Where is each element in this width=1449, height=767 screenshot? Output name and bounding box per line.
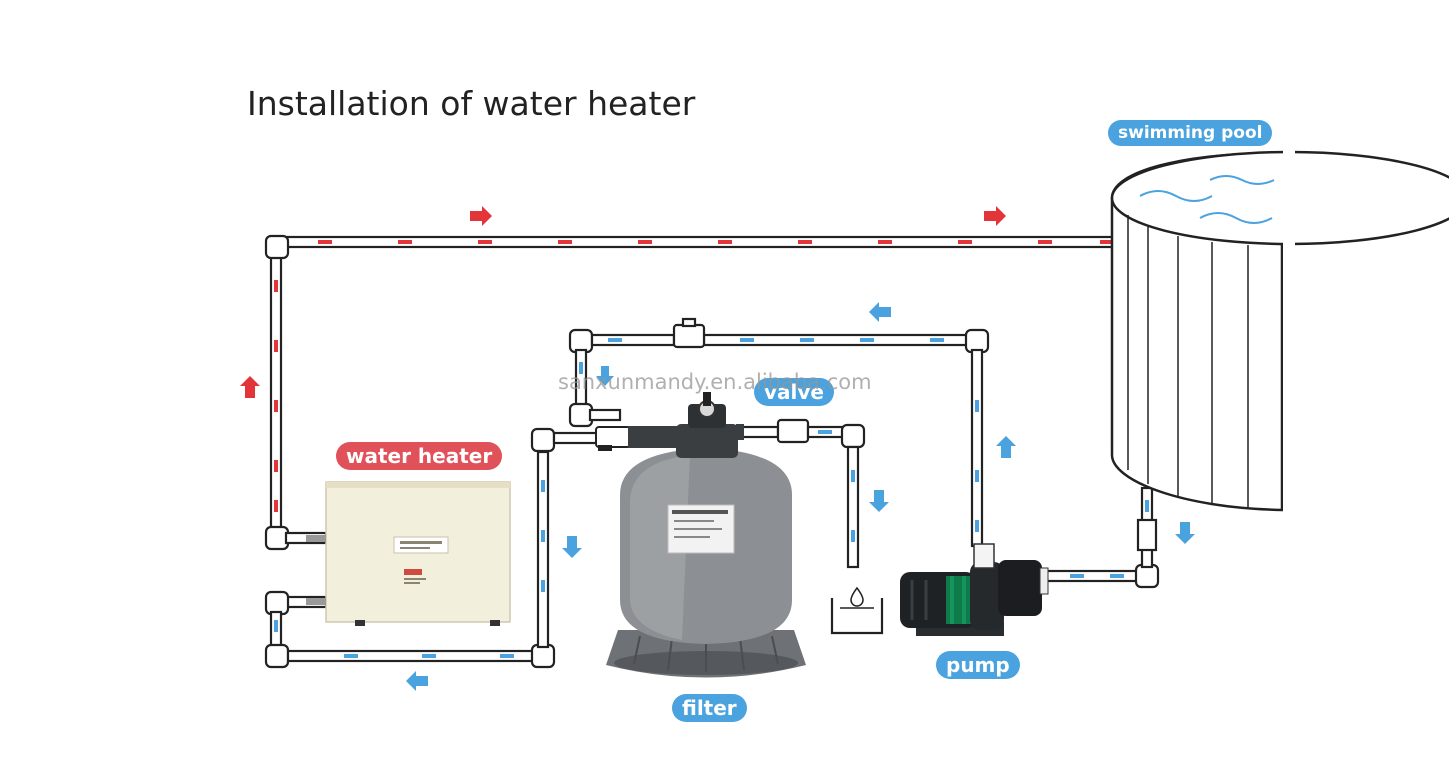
- arrow-up-icon: [996, 436, 1016, 458]
- water-drop-icon: [850, 586, 864, 607]
- pool-pump: [900, 543, 1049, 636]
- hot-flow-arrows: [240, 206, 1006, 398]
- diagram-title: Installation of water heater: [247, 84, 696, 123]
- drain-pipe: [846, 445, 860, 569]
- cold-flow-dashes: [274, 338, 1149, 658]
- arrow-down-icon: [596, 366, 614, 386]
- arrow-up-icon: [240, 376, 260, 398]
- water-heater-unit: [306, 481, 511, 626]
- drain-container: [830, 586, 884, 635]
- arrow-down-icon: [1175, 522, 1195, 544]
- check-valve: [672, 323, 706, 349]
- elbow-heater-out: [264, 525, 290, 551]
- arrow-left-icon: [406, 671, 428, 691]
- swimming-pool: [1110, 140, 1449, 520]
- elbow-top-left: [264, 234, 290, 260]
- label-valve: valve: [754, 378, 834, 406]
- bypass-valve-handle: [598, 445, 612, 451]
- arrow-down-icon: [562, 536, 582, 558]
- water-waves: [1139, 175, 1275, 224]
- label-swimming-pool: swimming pool: [1108, 120, 1273, 146]
- arrow-right-icon: [984, 206, 1006, 226]
- arrow-down-icon: [869, 490, 889, 512]
- arrow-right-icon: [470, 206, 492, 226]
- hot-flow-dashes: [274, 240, 1114, 512]
- watermark: sanxunmandy.en.alibaba.com: [558, 370, 872, 394]
- drain-valve: [776, 418, 810, 444]
- sand-filter: [595, 392, 806, 678]
- label-pump: pump: [936, 651, 1020, 679]
- arrow-left-icon: [869, 302, 891, 322]
- cold-pipe-bottom: [286, 649, 536, 663]
- label-water-heater: water heater: [336, 442, 503, 470]
- cold-flow-arrows: [406, 302, 1195, 691]
- label-filter: filter: [672, 694, 747, 722]
- pump-out-pipe: [970, 348, 984, 548]
- elbow-heater-in: [264, 590, 290, 616]
- hot-pipe-riser: [269, 248, 283, 542]
